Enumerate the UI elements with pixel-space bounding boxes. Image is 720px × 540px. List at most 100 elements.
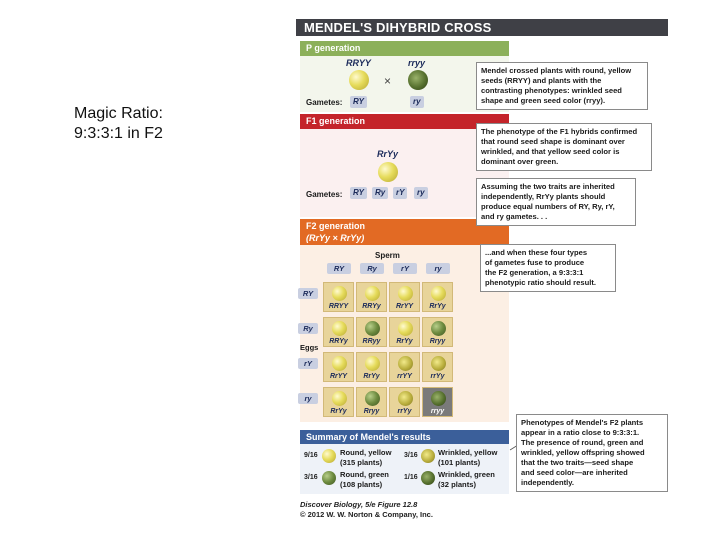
cell-genotype: rrYy	[397, 408, 412, 415]
f1-pea-icon	[378, 162, 398, 182]
note5-line4: wrinkled, yellow offspring showed	[521, 448, 645, 457]
f1-gamete-RY: RY	[350, 187, 367, 199]
punnett-cell: rrYY	[389, 352, 420, 382]
yellow-pea-icon	[365, 286, 380, 301]
note5-line3: The presence of round, green and	[521, 438, 644, 447]
cell-genotype: RrYy	[429, 303, 446, 310]
p-gamete-ry: ry	[410, 96, 424, 108]
parent1-genotype: RRYY	[346, 58, 371, 68]
note-p-generation: Mendel crossed plants with round, yellow…	[476, 62, 648, 110]
f1-genotype: RrYy	[377, 149, 399, 159]
caption-line-2: 9:3:3:1 in F2	[74, 125, 163, 142]
note2-line4: dominant over green.	[481, 157, 559, 166]
p-generation-panel: RRYY rryy × Gametes: RY ry	[300, 56, 509, 112]
wrinkled-green-pea-icon	[408, 70, 428, 90]
summary-text-4-line2: (32 plants)	[438, 480, 476, 489]
f1-gamete-rY: rY	[393, 187, 408, 199]
f2-cross: (RrYy × RrYy)	[306, 233, 365, 243]
summary-text-3-line1: Round, green	[340, 470, 389, 479]
wrinkled-y-pea-icon	[431, 356, 446, 371]
f1-generation-header: F1 generation	[300, 114, 509, 129]
sperm-gamete-rY: rY	[393, 263, 417, 274]
note4-line1: ...and when these four types	[485, 248, 588, 257]
punnett-cell: RRYy	[323, 317, 354, 347]
punnett-cell: rrYy	[389, 387, 420, 417]
note5-line6: and seed color—are inherited	[521, 468, 628, 477]
summary-text-2-line1: Wrinkled, yellow	[438, 448, 498, 457]
punnett-cell: rryy	[422, 387, 453, 417]
slide-caption: Magic Ratio: 9:3:3:1 in F2	[74, 104, 163, 144]
f2-label: F2 generation	[306, 221, 366, 231]
wrinkled-y-pea-icon	[398, 391, 413, 406]
cell-genotype: RrYy	[396, 338, 413, 345]
credit-line-1: Discover Biology, 5/e Figure 12.8	[300, 500, 418, 509]
punnett-cell: RRYy	[356, 282, 387, 312]
yellow-pea-icon	[332, 321, 347, 336]
round-green-icon	[322, 471, 336, 485]
sperm-label: Sperm	[375, 251, 400, 260]
wrinkled-y-pea-icon	[398, 356, 413, 371]
credit-line-2: © 2012 W. W. Norton & Company, Inc.	[300, 510, 433, 519]
note2-line1: The phenotype of the F1 hybrids confirme…	[481, 127, 638, 136]
f1-gametes-label: Gametes:	[306, 190, 343, 199]
note2-line3: wrinkled, and that yellow seed color is	[481, 147, 620, 156]
note4-line3: the F2 generation, a 9:3:3:1	[485, 268, 584, 277]
cell-genotype: rrYY	[397, 373, 412, 380]
note1-line2: seeds (RRYY) and plants with the	[481, 76, 602, 85]
f1-gamete-Ry: Ry	[372, 187, 389, 199]
yellow-pea-icon	[332, 286, 347, 301]
yellow-pea-icon	[332, 356, 347, 371]
figure-credit: Discover Biology, 5/e Figure 12.8 © 2012…	[300, 500, 433, 520]
summary-text-4: Wrinkled, green (32 plants)	[438, 470, 495, 490]
egg-gamete-ry: ry	[298, 393, 318, 404]
egg-gamete-RY: RY	[298, 288, 318, 299]
cell-genotype: RRYY	[328, 303, 349, 310]
punnett-cell: RrYY	[323, 352, 354, 382]
note4-line2: of gametes fuse to produce	[485, 258, 585, 267]
cell-genotype: rryy	[430, 408, 445, 415]
note-f2-ratio: ...and when these four types of gametes …	[480, 244, 616, 292]
caption-line-1: Magic Ratio:	[74, 105, 163, 122]
note3-line3: produce equal numbers of RY, Ry, rY,	[481, 202, 615, 211]
summary-text-2-line2: (101 plants)	[438, 458, 481, 467]
summary-text-1-line1: Round, yellow	[340, 448, 392, 457]
note5-line7: independently.	[521, 478, 575, 487]
punnett-cell: RrYY	[389, 282, 420, 312]
punnett-cell: RrYy	[356, 352, 387, 382]
summary-text-4-line1: Wrinkled, green	[438, 470, 495, 479]
summary-fraction-4: 1/16	[404, 474, 418, 481]
egg-gamete-Ry: Ry	[298, 323, 318, 334]
note3-line4: and ry gametes. . .	[481, 212, 548, 221]
note2-line2: that round seed shape is dominant over	[481, 137, 625, 146]
note1-line4: shape and green seed color (rryy).	[481, 96, 606, 105]
summary-fraction-3: 3/16	[304, 474, 318, 481]
note1-line3: contrasting phenotypes: wrinkled seed	[481, 86, 622, 95]
note5-line2: appear in a ratio close to 9:3:3:1.	[521, 428, 640, 437]
parent2-genotype: rryy	[408, 58, 426, 68]
summary-fraction-1: 9/16	[304, 452, 318, 459]
cell-genotype: RRYy	[329, 338, 348, 345]
cross-symbol: ×	[384, 74, 392, 88]
summary-text-2: Wrinkled, yellow (101 plants)	[438, 448, 497, 468]
f1-gamete-ry: ry	[414, 187, 428, 199]
sperm-gamete-ry: ry	[426, 263, 450, 274]
punnett-cell: RRYY	[323, 282, 354, 312]
note-f1-dominance: The phenotype of the F1 hybrids confirme…	[476, 123, 652, 171]
note1-line1: Mendel crossed plants with round, yellow	[481, 66, 632, 75]
note-independent-assortment: Phenotypes of Mendel's F2 plants appear …	[516, 414, 668, 492]
figure-title: MENDEL'S DIHYBRID CROSS	[296, 19, 668, 36]
note5-line1: Phenotypes of Mendel's F2 plants	[521, 418, 644, 427]
cell-genotype: Rryy	[363, 408, 380, 415]
cell-genotype: RrYY	[395, 303, 414, 310]
punnett-cell: RRyy	[356, 317, 387, 347]
punnett-cell: RrYy	[422, 282, 453, 312]
summary-text-3-line2: (108 plants)	[340, 480, 383, 489]
note3-line1: Assuming the two traits are inherited	[481, 182, 615, 191]
cell-genotype: RrYY	[329, 373, 348, 380]
note3-line2: independently, RrYy plants should	[481, 192, 606, 201]
punnett-cell: RrYy	[323, 387, 354, 417]
note5-line5: that the two traits—seed shape	[521, 458, 634, 467]
wrinkled-yellow-icon	[421, 449, 435, 463]
egg-gamete-rY: rY	[298, 358, 318, 369]
